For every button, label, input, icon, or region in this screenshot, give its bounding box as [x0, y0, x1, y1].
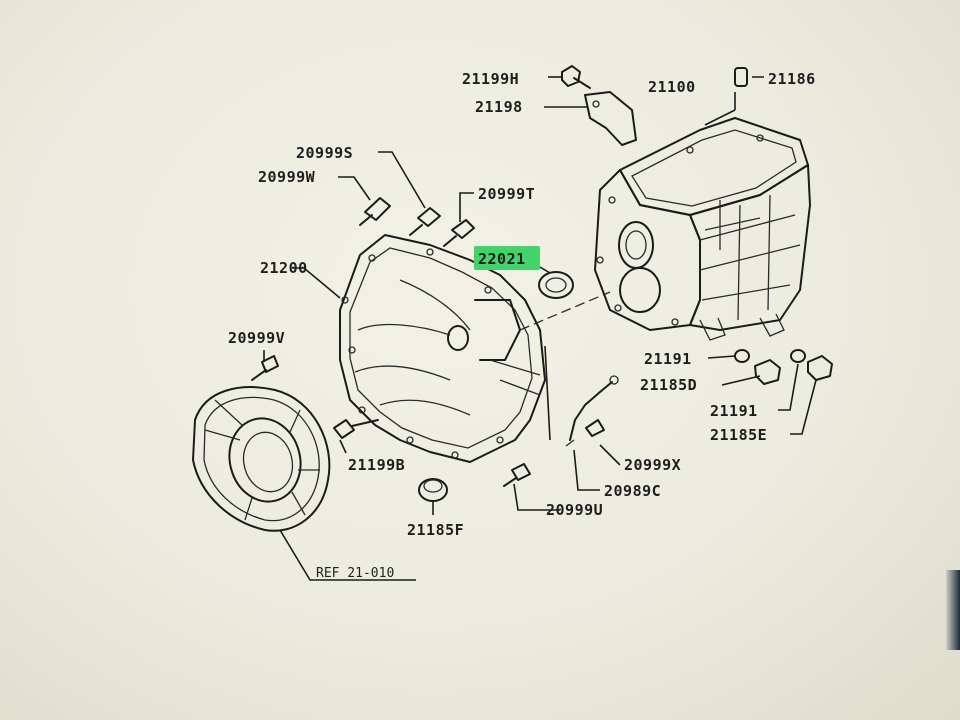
label-20999V: 20999V [228, 329, 285, 347]
label-21199B: 21199B [348, 456, 405, 474]
monitor-bezel-edge [946, 570, 960, 650]
clutch-cover-ref-21-010[interactable] [192, 386, 331, 532]
label-22021: 22021 [478, 250, 526, 268]
plug-21185F[interactable] [418, 478, 448, 502]
bolt-20999S[interactable] [409, 207, 441, 236]
label-21100: 21100 [648, 78, 696, 96]
label-21186: 21186 [768, 70, 816, 88]
label-21185D: 21185D [640, 376, 697, 394]
label-20999S: 20999S [296, 144, 353, 162]
plug-21185E[interactable] [807, 355, 833, 381]
highlight-22021 [474, 246, 540, 270]
bolt-20999V[interactable] [251, 355, 279, 381]
seal-22021[interactable] [538, 271, 574, 299]
bolt-21199H[interactable] [561, 65, 591, 89]
label-21185E: 21185E [710, 426, 767, 444]
label-21191-b: 21191 [710, 402, 758, 420]
label-21198: 21198 [475, 98, 523, 116]
label-20999X: 20999X [624, 456, 681, 474]
label-21185F: 21185F [407, 521, 464, 539]
label-20999T: 20999T [478, 185, 535, 203]
label-21199H: 21199H [462, 70, 519, 88]
bolt-20999W[interactable] [359, 197, 391, 226]
pipe-20989C[interactable] [565, 375, 619, 447]
label-ref-21-010: REF 21-010 [316, 566, 394, 581]
washer-21191-a[interactable] [734, 349, 750, 363]
label-20999U: 20999U [546, 501, 603, 519]
bolt-21199B[interactable] [333, 419, 379, 439]
label-20999W: 20999W [258, 168, 316, 186]
transmission-case-21100[interactable] [594, 117, 811, 341]
label-20989C: 20989C [604, 482, 661, 500]
bolt-20999U[interactable] [503, 463, 531, 487]
plug-21186[interactable] [734, 67, 748, 87]
plug-21185D[interactable] [754, 359, 781, 385]
leader-lines [263, 76, 817, 581]
label-21191-a: 21191 [644, 350, 692, 368]
bolt-20999T[interactable] [443, 219, 475, 247]
center-axis-line [519, 291, 611, 331]
bracket-21198[interactable] [584, 91, 637, 146]
label-21200: 21200 [260, 259, 308, 277]
washer-21191-b[interactable] [790, 349, 806, 363]
bolt-20999X[interactable] [585, 419, 605, 437]
